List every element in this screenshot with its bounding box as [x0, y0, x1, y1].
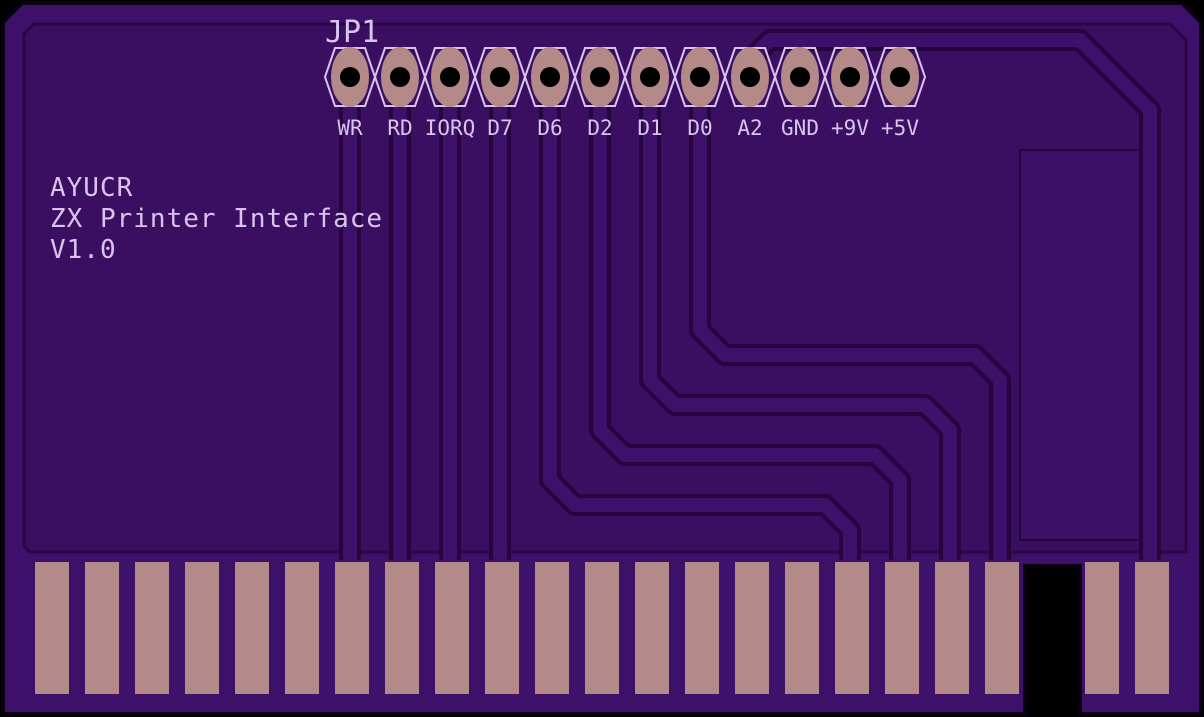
board-title-line-1: AYUCR	[50, 173, 133, 203]
drill-hole	[440, 67, 460, 87]
pad-outline	[873, 47, 927, 107]
edge-finger	[1135, 562, 1169, 694]
edge-finger	[985, 562, 1019, 694]
drill-hole	[690, 67, 710, 87]
edge-finger	[335, 562, 369, 694]
edge-finger	[235, 562, 269, 694]
edge-finger	[385, 562, 419, 694]
drill-hole	[590, 67, 610, 87]
pin-label-rd: RD	[387, 116, 412, 140]
pin-header	[323, 47, 927, 107]
edge-finger	[635, 562, 669, 694]
edge-finger	[35, 562, 69, 694]
drill-hole	[390, 67, 410, 87]
pin-label-gnd: GND	[781, 116, 819, 140]
pin-label-d2: D2	[587, 116, 612, 140]
edge-finger	[785, 562, 819, 694]
edge-finger	[185, 562, 219, 694]
edge-finger	[835, 562, 869, 694]
edge-finger	[935, 562, 969, 694]
pin-labels: WR RD IORQ D7 D6 D2 D1 D0 A2 GND +9V +5V	[337, 116, 919, 140]
pin-label-d1: D1	[637, 116, 662, 140]
header-designator: JP1	[325, 15, 379, 50]
drill-hole	[890, 67, 910, 87]
edge-finger	[685, 562, 719, 694]
pin-label-d6: D6	[537, 116, 562, 140]
pin-label-d7: D7	[487, 116, 512, 140]
edge-finger	[85, 562, 119, 694]
drill-hole	[340, 67, 360, 87]
drill-hole	[740, 67, 760, 87]
pin-label-wr: WR	[337, 116, 363, 140]
drill-hole	[540, 67, 560, 87]
drill-hole	[640, 67, 660, 87]
trace	[593, 78, 907, 560]
edge-finger	[585, 562, 619, 694]
edge-finger	[285, 562, 319, 694]
edge-finger	[435, 562, 469, 694]
drill-hole	[490, 67, 510, 87]
trace	[643, 78, 957, 560]
trace	[693, 78, 1007, 560]
edge-finger	[1085, 562, 1119, 694]
edge-finger	[135, 562, 169, 694]
edge-finger	[885, 562, 919, 694]
board-title-line-2: ZX Printer Interface	[50, 204, 383, 234]
edge-finger	[735, 562, 769, 694]
pin-label-d0: D0	[687, 116, 712, 140]
drill-hole	[840, 67, 860, 87]
edge-connector	[35, 562, 1169, 694]
board-title-line-3: V1.0	[50, 235, 117, 265]
pin-label-a2: A2	[737, 116, 762, 140]
edge-finger	[485, 562, 519, 694]
edge-finger	[535, 562, 569, 694]
trace	[543, 78, 857, 560]
pin-label-iorq: IORQ	[425, 116, 476, 140]
pin-label-9v: +9V	[831, 116, 869, 140]
pin-label-5v: +5V	[881, 116, 919, 140]
drill-hole	[790, 67, 810, 87]
ground-plane	[1019, 149, 1141, 541]
